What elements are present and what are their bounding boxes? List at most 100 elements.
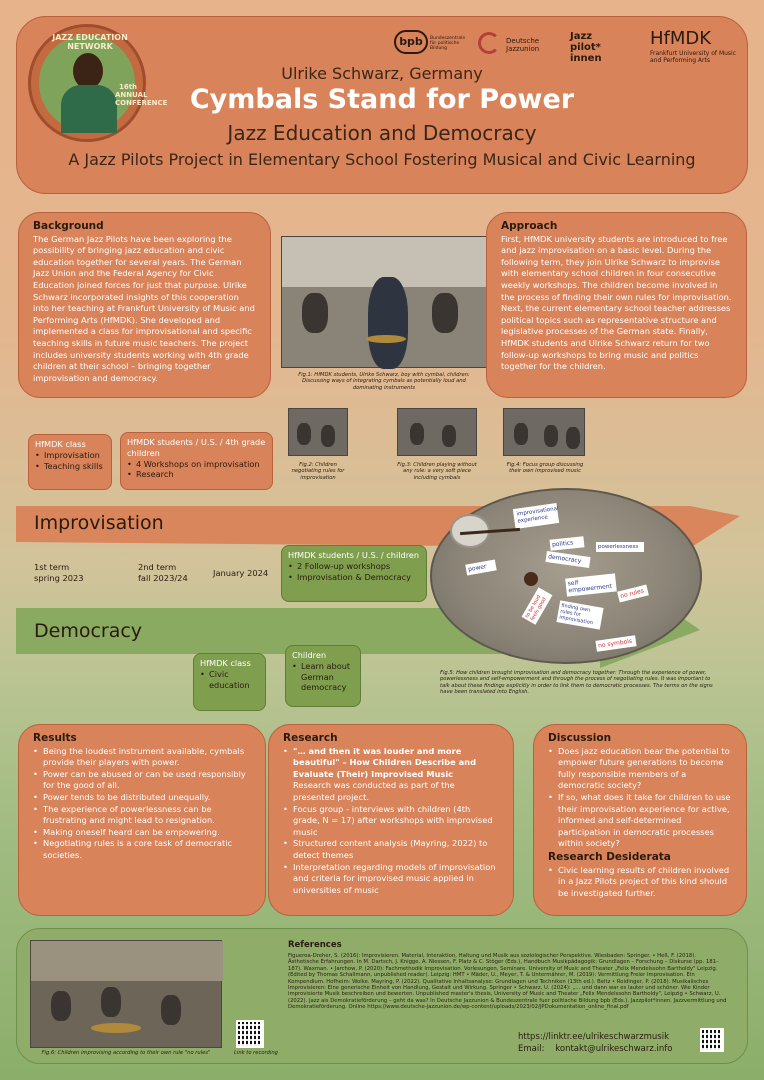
fig3-caption: Fig.3: Children playing without any rule… [397,462,477,481]
research-panel: Research "… and then it was louder and m… [268,724,514,916]
hfmdk-name: Frankfurt University of Music and Perfor… [650,50,737,64]
desiderata-heading: Research Desiderata [548,850,671,863]
email-line: Email: kontakt@ulrikeschwarz.info [518,1043,672,1055]
poster-title: Cymbals Stand for Power [189,84,575,115]
cymbal-sign: powerlessness [596,542,644,552]
contact-qr-code[interactable] [700,1028,724,1052]
tag-children: Children Learn about German democracy [285,645,361,707]
poster-subtitle: Jazz Education and Democracy [227,121,537,145]
results-item: Power tends to be distributed unequally. [33,792,251,804]
timeline-term1: 1st term spring 2023 [34,562,84,584]
results-item: The experience of powerlessness can be f… [33,804,251,827]
background-panel: Background The German Jazz Pilots have b… [18,212,271,398]
jazzpilots-logo: Jazz pilot* innen [570,31,602,64]
badge-title: JAZZ EDUCATION NETWORK [52,33,128,51]
discussion-item: Does jazz education bear the potential t… [548,746,732,792]
research-title-note: Research was conducted as part of the pr… [293,780,455,802]
fig5-cymbal-photo: improvisational experience politics demo… [430,488,702,664]
fig4-caption: Fig.4: Focus group discussing their own … [506,462,584,475]
research-title-item: "… and then it was louder and more beaut… [283,746,499,804]
bpb-name: Bundeszentrale für politische Bildung [430,36,466,51]
contact-block: https://linktr.ee/ulrikeschwarzmusik Ema… [518,1031,672,1055]
background-text: The German Jazz Pilots have been explori… [33,233,255,383]
tag-title: HfMDK class [35,439,86,449]
cymbal-sign: no symbols [595,635,637,652]
fig4-photo [503,408,585,456]
fig1-photo [281,236,488,369]
results-item: Negotiating rules is a core task of demo… [33,838,251,861]
term2-date: fall 2023/24 [138,573,188,583]
term1-label: 1st term [34,562,70,572]
cymbal-sign: to be loud feels good [521,587,553,625]
tag-item: 2 Follow-up workshops [288,561,420,572]
tag-title: Children [292,650,327,660]
cymbal-sign: finding own rules for improvisation [556,600,604,630]
email-label: Email: [518,1044,545,1054]
term2-label: 2nd term [138,562,177,572]
fig1-caption: Fig.1: HfMDK students, Ulrike Schwarz, b… [298,372,470,391]
dju-name: Deutsche Jazzunion [506,37,540,53]
discussion-item: If so, what does it take for children to… [548,792,732,850]
research-item: Structured content analysis (Mayring, 20… [283,838,499,861]
references-text: Figueroa-Dreher, S. (2016): Improvisiere… [288,953,727,1011]
recording-link-label: Link to recording [234,1050,278,1056]
tag-item: 4 Workshops on improvisation [127,459,266,470]
research-item: Interpretation regarding models of impro… [283,862,499,897]
recording-qr-code[interactable] [236,1020,264,1048]
research-item: Focus group - interviews with children (… [283,804,499,839]
fig2-photo [288,408,348,456]
desiderata-item: Civic learning results of children invol… [548,865,732,900]
author: Ulrike Schwarz, Germany [281,64,483,83]
mallet-icon [524,572,538,586]
tag-title: HfMDK students / U.S. / children [288,550,420,560]
improvisation-label: Improvisation [34,512,164,534]
background-heading: Background [33,220,104,232]
discussion-panel: Discussion Does jazz education bear the … [533,724,747,916]
democracy-label: Democracy [34,620,143,642]
fig5-caption: Fig.5: How children brought improvisatio… [440,670,713,695]
dju-logo-icon [478,32,500,54]
cymbal-sign: power [465,559,497,576]
cymbal-sign: democracy [545,550,591,569]
tag-item: Improvisation & Democracy [288,572,420,583]
references-heading: References [288,940,342,950]
fig3-photo [397,408,477,456]
tag-hfmdk-class-2: HfMDK class Civic education [193,653,266,711]
cymbal-sign: self empowerment [565,573,617,597]
cymbal-sign: no rules [617,584,649,603]
approach-panel: Approach First, HfMDK university student… [486,212,747,398]
badge-portrait-body [61,85,117,133]
results-item: Making oneself heard can be empowering. [33,827,251,839]
fig2-caption: Fig.2: Children negotiating rules for im… [291,462,345,481]
linktree-link[interactable]: https://linktr.ee/ulrikeschwarzmusik [518,1032,670,1042]
references: References Figueroa-Dreher, S. (2016): I… [288,940,728,1011]
term1-date: spring 2023 [34,573,84,583]
timeline-term3: January 2024 [213,568,269,578]
cymbal-sign: politics [549,536,585,551]
conference-badge-logo: JAZZ EDUCATION NETWORK 16th ANNUAL CONFE… [28,24,167,142]
tag-item: Learn about German democracy [292,661,354,693]
tag-item: Civic education [200,669,259,691]
poster-subtitle-2: A Jazz Pilots Project in Elementary Scho… [68,150,696,169]
email-address[interactable]: kontakt@ulrikeschwarz.info [555,1044,673,1054]
tag-item: Research [127,469,266,480]
hfmdk-logo: HfMDK [650,28,712,49]
tag-followup: HfMDK students / U.S. / children 2 Follo… [281,545,427,602]
fig6-photo [30,940,223,1048]
results-item: Being the loudest instrument available, … [33,746,251,769]
approach-heading: Approach [501,220,558,232]
results-panel: Results Being the loudest instrument ava… [18,724,266,916]
tag-hfmdk-class-1: HfMDK class Improvisation Teaching skill… [28,434,112,490]
research-heading: Research [283,732,338,744]
results-item: Power can be abused or can be used respo… [33,769,251,792]
tag-title: HfMDK students / U.S. / 4th grade childr… [127,437,266,458]
approach-text: First, HfMDK university students are int… [501,233,732,372]
cymbal-sign: improvisational experience [512,503,560,529]
fig6-caption: Fig.6: Children improvising according to… [41,1050,211,1056]
discussion-heading: Discussion [548,732,612,744]
results-heading: Results [33,732,77,744]
tag-title: HfMDK class [200,658,251,668]
tag-item: Improvisation [35,450,105,461]
research-title: "… and then it was louder and more beaut… [293,745,477,779]
timeline-term2: 2nd term fall 2023/24 [138,562,188,584]
